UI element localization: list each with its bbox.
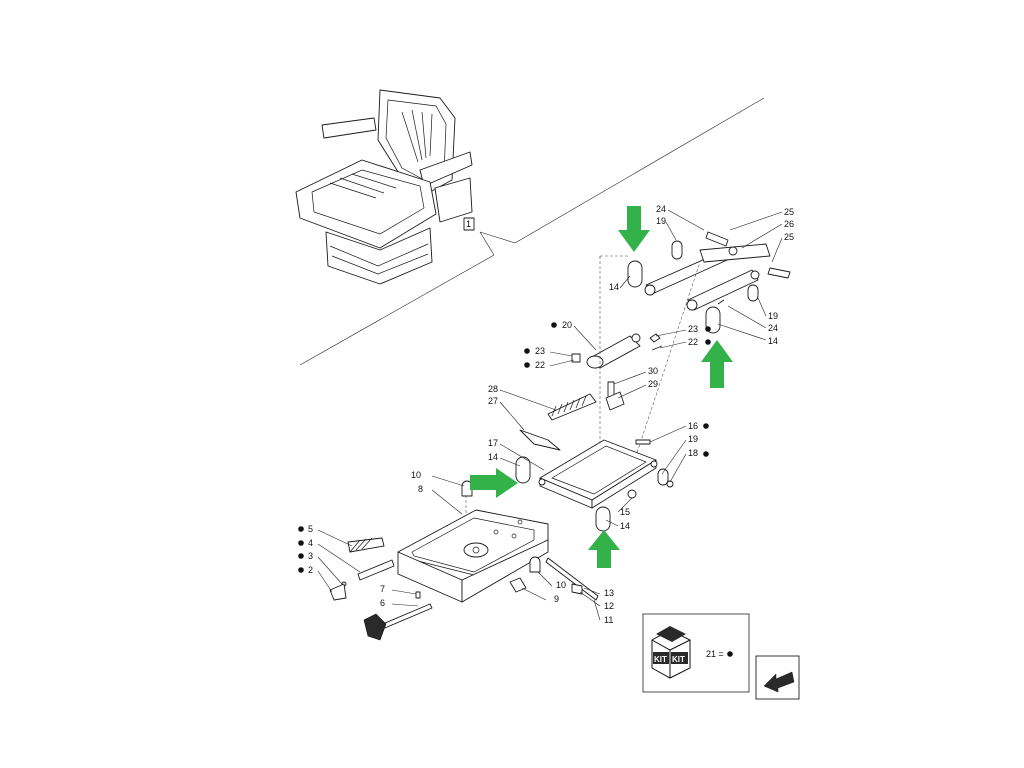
bushing-14c — [515, 456, 531, 484]
leader-lines — [317, 209, 783, 621]
callout-25: 25 — [784, 207, 794, 217]
seat-assembly: 1 — [295, 89, 475, 285]
bushing-14d — [595, 506, 611, 532]
clip-9 — [509, 577, 527, 593]
kit-label-left: KIT — [654, 655, 667, 664]
callout-17: 17 — [488, 438, 498, 448]
pin-7 — [415, 591, 421, 599]
bullet-22b — [705, 339, 711, 345]
callout-16: 16 — [688, 421, 698, 431]
callout-6: 6 — [380, 598, 385, 608]
callout-1: 1 — [466, 219, 471, 229]
scissor-frame — [515, 439, 674, 532]
bullet-5 — [298, 526, 304, 532]
callout-20: 20 — [562, 320, 572, 330]
callout-23: 23 — [688, 324, 698, 334]
kit-legend: KIT KIT 21 = — [642, 613, 750, 693]
callout-29: 29 — [648, 379, 658, 389]
kit-reference-label: 21 = — [706, 649, 724, 659]
rod-6 — [377, 603, 433, 631]
stop-10a — [461, 480, 473, 497]
callout-24: 24 — [656, 204, 666, 214]
bolt-25b — [767, 267, 791, 279]
bracket-12 — [571, 583, 583, 595]
green-arrow-up — [588, 530, 620, 568]
bullet-18 — [703, 451, 709, 457]
damper-group — [519, 333, 663, 451]
base-frame — [397, 480, 549, 603]
callout-18: 18 — [688, 448, 698, 458]
spring-28 — [547, 393, 597, 421]
seat-context-panel — [299, 97, 765, 366]
callout-8: 8 — [418, 484, 423, 494]
callout-12: 12 — [604, 601, 614, 611]
callout-14: 14 — [609, 282, 619, 292]
callout-10: 10 — [411, 470, 421, 480]
callout-3: 3 — [308, 551, 313, 561]
bushing-19a — [671, 240, 683, 260]
callout-5: 5 — [308, 524, 313, 534]
lever-4 — [357, 559, 395, 581]
callout-27: 27 — [488, 396, 498, 406]
upper-linkage — [627, 231, 791, 334]
callout-15: 15 — [620, 507, 630, 517]
handle-6 — [363, 613, 387, 641]
callout-box-1 — [463, 217, 475, 231]
green-arrow-right — [470, 468, 518, 498]
callout-14: 14 — [488, 452, 498, 462]
callout-7: 7 — [380, 584, 385, 594]
callout-26: 26 — [784, 219, 794, 229]
callout-9: 9 — [554, 594, 559, 604]
bullet-2 — [298, 567, 304, 573]
green-arrow-up-right — [701, 340, 733, 388]
callout-30: 30 — [648, 366, 658, 376]
green-arrow-down — [618, 206, 650, 252]
callout-19: 19 — [768, 311, 778, 321]
callout-14: 14 — [768, 336, 778, 346]
callout-24: 24 — [768, 323, 778, 333]
callout-22: 22 — [688, 337, 698, 347]
callout-28: 28 — [488, 384, 498, 394]
kit-label-right: KIT — [672, 655, 685, 664]
bolt-25a — [705, 231, 729, 247]
bullet-20 — [551, 322, 557, 328]
next-page-arrow-icon — [763, 671, 795, 693]
adjustment-parts — [329, 537, 599, 641]
bullet-22a — [524, 362, 530, 368]
bullet-23b — [705, 326, 711, 332]
callout-10: 10 — [556, 580, 566, 590]
kit-bullet — [727, 651, 733, 657]
bullet-3 — [298, 553, 304, 559]
bracket-29 — [605, 391, 625, 411]
callout-11: 11 — [604, 615, 613, 625]
next-page-button[interactable] — [755, 655, 800, 700]
callout-4: 4 — [308, 538, 313, 548]
callout-23: 23 — [535, 346, 545, 356]
callout-13: 13 — [604, 588, 614, 598]
callout-bullets — [298, 322, 711, 573]
callout-labels: 24 19 25 26 25 14 19 24 14 20 23 22 23 2… — [308, 204, 794, 625]
callout-19: 19 — [688, 434, 698, 444]
bushing-14a — [627, 260, 643, 288]
bullet-23a — [524, 348, 530, 354]
callout-22: 22 — [535, 360, 545, 370]
stop-10b — [529, 556, 541, 573]
bullet-16 — [703, 423, 709, 429]
bracket-27 — [519, 429, 561, 451]
callout-14: 14 — [620, 521, 630, 531]
callout-2: 2 — [308, 565, 313, 575]
callout-19: 19 — [656, 216, 666, 226]
bushing-19b — [747, 284, 759, 302]
indicator-arrows — [470, 206, 733, 568]
callout-25: 25 — [784, 232, 794, 242]
kit-box-icon: KIT KIT — [651, 626, 691, 679]
rod-11 — [545, 557, 599, 601]
knob-2 — [329, 583, 347, 601]
bullet-4 — [298, 540, 304, 546]
